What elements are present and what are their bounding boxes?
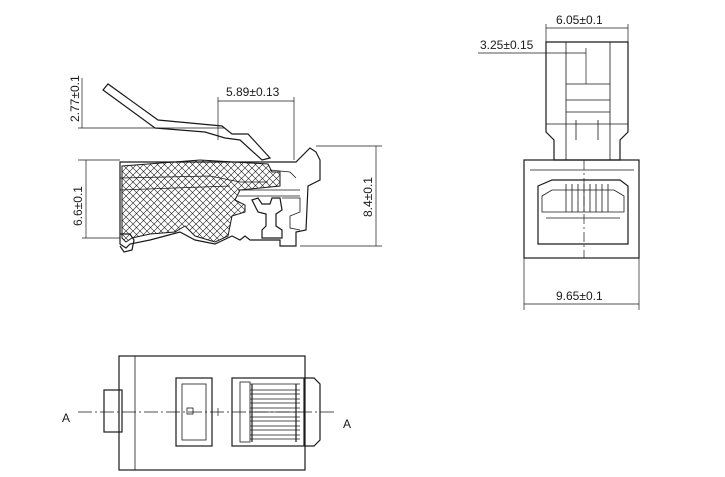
dim-label-latch-width: 6.05±0.1: [556, 13, 603, 27]
body-hook: [119, 233, 135, 253]
top-view-latch-key: [186, 407, 194, 415]
top-view: A A: [62, 355, 351, 471]
dim-label-contact-offset: 5.89±0.13: [226, 85, 280, 99]
dim-label-latch-inner-width: 3.25±0.15: [480, 38, 534, 52]
contact-blade: [251, 197, 283, 239]
front-view: 6.05±0.1 3.25±0.15 9.65±0.1: [478, 13, 640, 310]
dim-label-overall-width: 9.65±0.1: [556, 289, 603, 303]
latch-tongue: [545, 41, 629, 161]
front-contacts: [565, 184, 609, 212]
latch-outline: [102, 83, 272, 161]
dim-label-body-height: 6.6±0.1: [71, 186, 85, 226]
front-cavity: [537, 179, 629, 245]
front-body: [523, 159, 640, 259]
front-cavity-inner: [530, 169, 634, 219]
top-view-contacts: [239, 381, 300, 443]
top-view-cable-stub: [103, 389, 123, 433]
dim-label-overall-height: 8.4±0.1: [361, 177, 375, 217]
body-outline: [119, 147, 321, 249]
contact-lines: [250, 383, 300, 440]
contact-rails: [251, 384, 297, 442]
latch-inner-rails: [546, 42, 628, 160]
section-mark-right: A: [343, 417, 351, 431]
top-view-body: [118, 355, 306, 471]
dim-label-latch-height: 2.77±0.1: [68, 75, 82, 122]
side-view: 2.77±0.1 6.6±0.1 5.89±0.13 8.4±0.1: [68, 75, 382, 253]
contact-detail: [269, 169, 301, 231]
body-hatch: [121, 159, 281, 243]
body-inner-strip: [119, 175, 300, 197]
section-mark-left: A: [62, 411, 70, 425]
